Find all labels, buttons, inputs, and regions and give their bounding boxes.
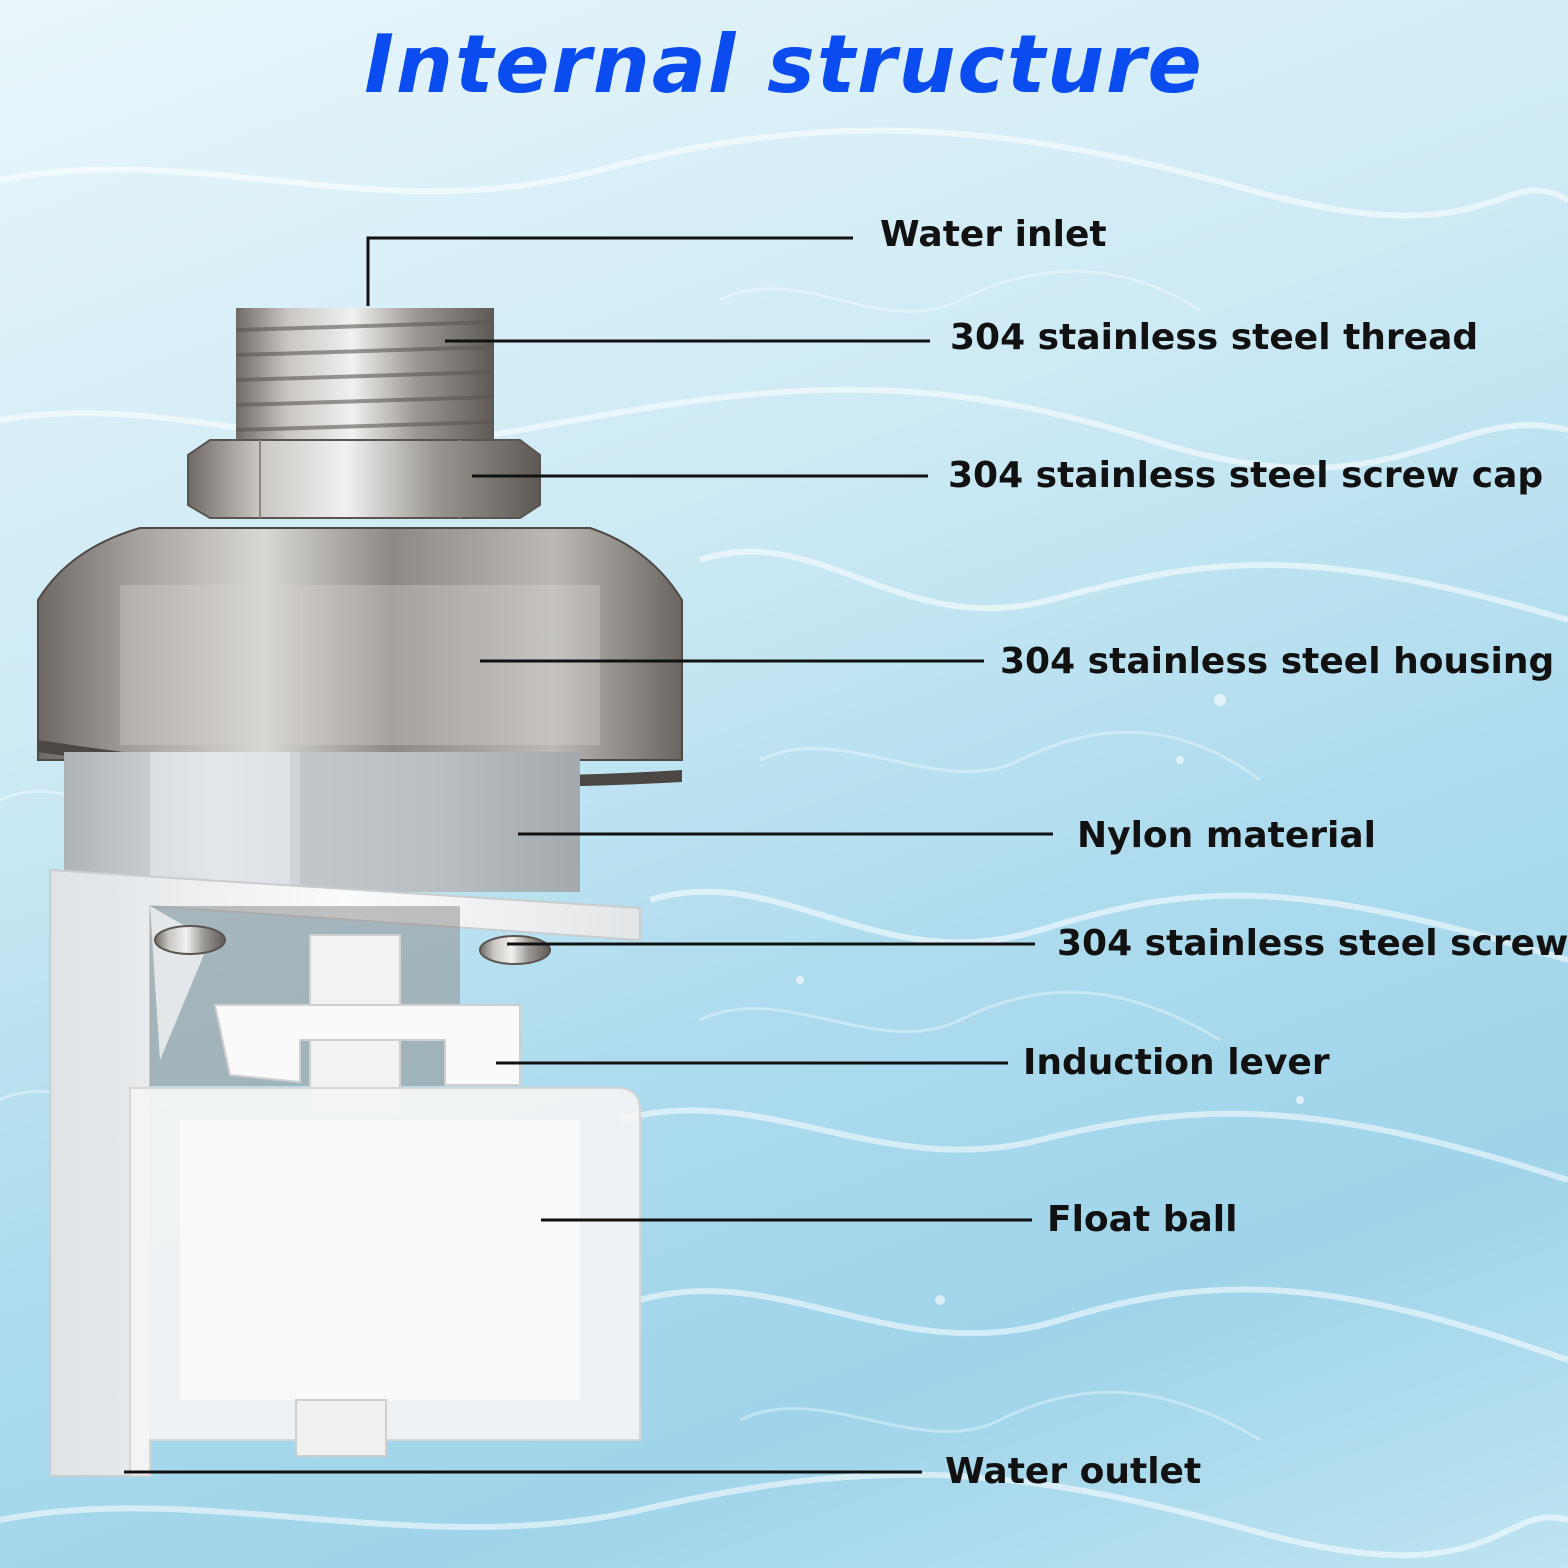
thread-part: [235, 308, 495, 448]
induction-lever-part: [213, 934, 521, 1116]
label-screw: 304 stainless steel screw: [1057, 923, 1568, 964]
label-screw-cap: 304 stainless steel screw cap: [948, 455, 1544, 496]
label-induction-lever: Induction lever: [1023, 1042, 1330, 1083]
label-float-ball: Float ball: [1047, 1199, 1238, 1240]
label-water-inlet: Water inlet: [880, 214, 1107, 255]
float-ball-part: [129, 1087, 641, 1477]
label-housing: 304 stainless steel housing: [1000, 641, 1555, 682]
screw-cap-part: [187, 439, 541, 519]
label-water-outlet: Water outlet: [945, 1451, 1202, 1492]
screw-part: [154, 925, 551, 965]
leader-water-inlet: [366, 236, 853, 306]
housing-part: [37, 527, 683, 787]
nylon-part: [64, 752, 580, 892]
label-thread: 304 stainless steel thread: [950, 317, 1479, 358]
water-outlet-part: [295, 1399, 387, 1457]
page-title: Internal structure: [364, 18, 1204, 111]
label-nylon: Nylon material: [1077, 815, 1376, 856]
